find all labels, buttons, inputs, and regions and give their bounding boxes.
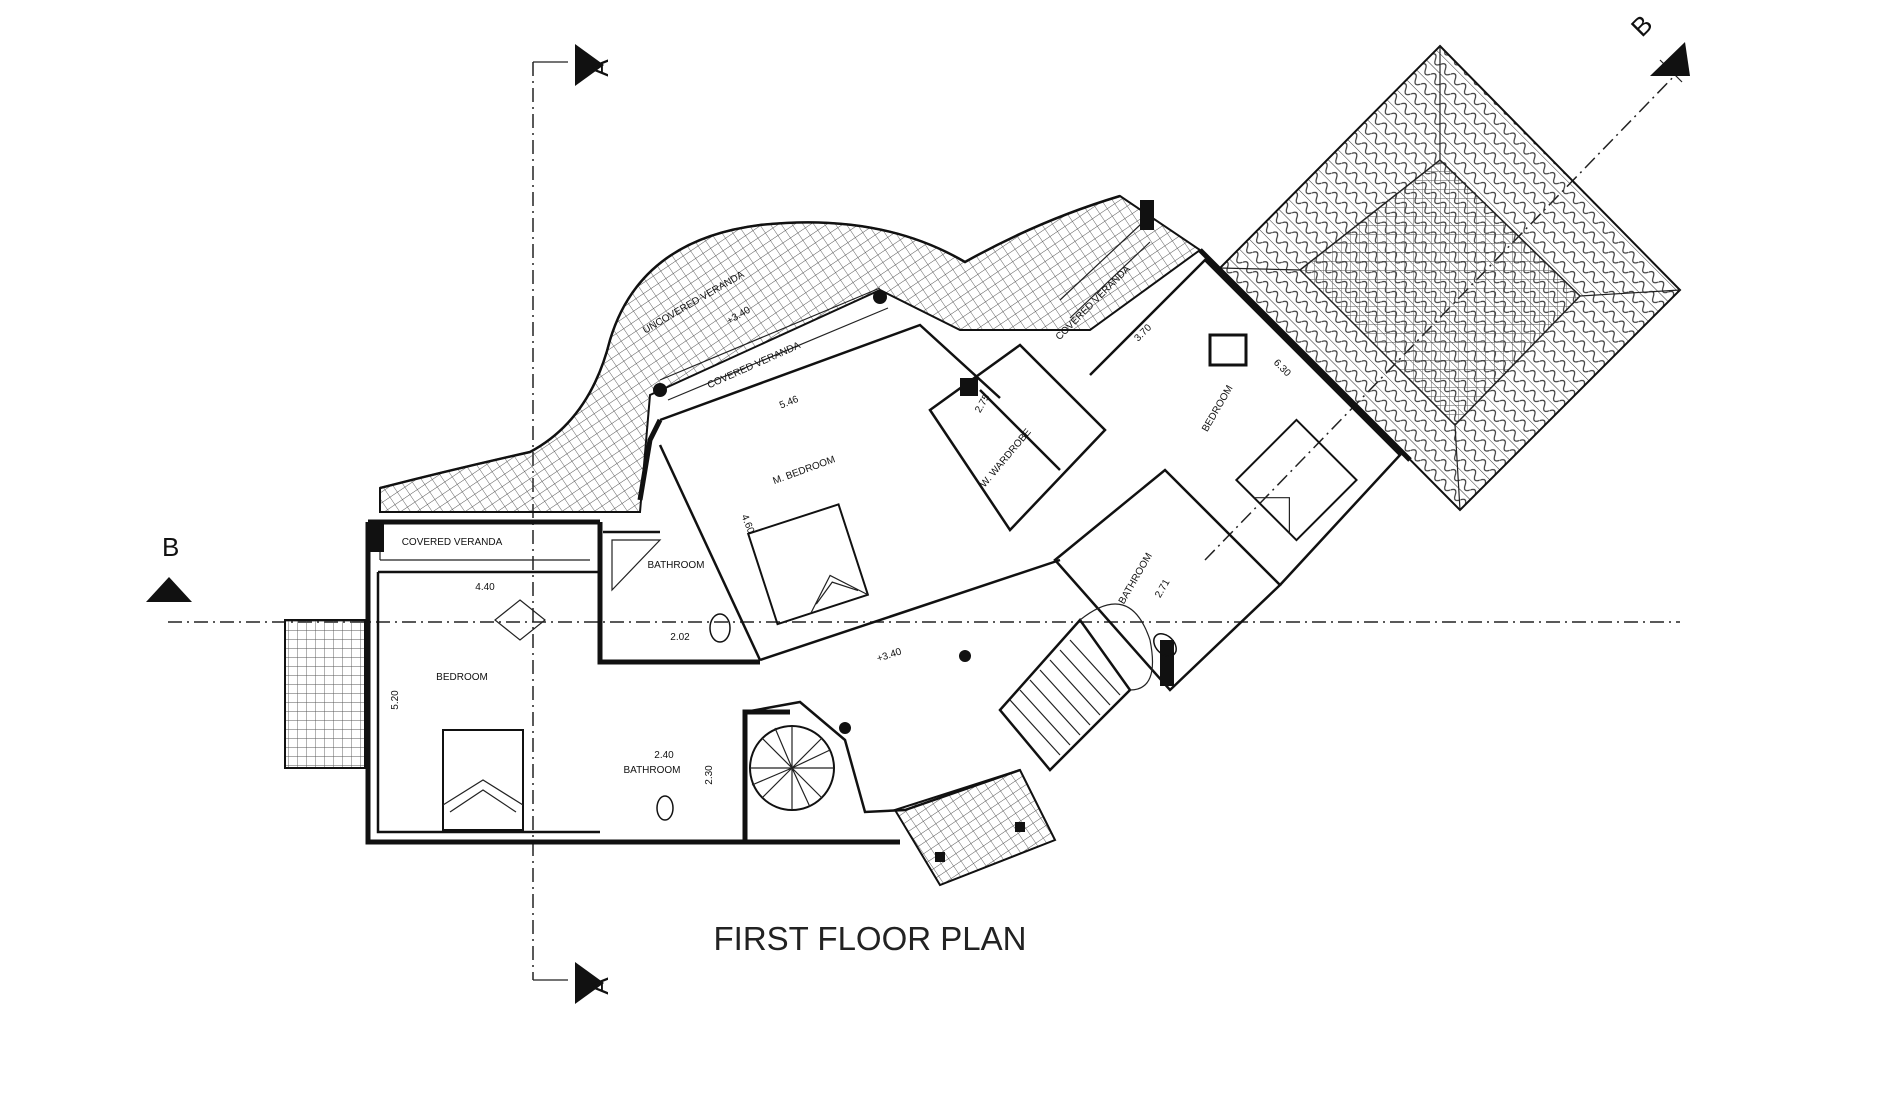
section-label-a-bottom: A <box>584 977 614 995</box>
main-stairs <box>998 603 1154 772</box>
dim-bedroom-left-depth: 5.20 <box>390 690 401 710</box>
label-bathroom-center: BATHROOM <box>647 560 704 571</box>
bottom-balcony <box>893 768 1057 887</box>
building-walls <box>365 248 1412 845</box>
label-bedroom-right: BEDROOM <box>1200 384 1235 434</box>
label-covered-veranda-left: COVERED VERANDA <box>402 537 503 548</box>
dim-bedroom-right-width: 3.70 <box>1132 322 1154 344</box>
bed-master <box>746 503 870 626</box>
label-bedroom-left: BEDROOM <box>436 672 488 683</box>
roof-terrace <box>1218 44 1682 512</box>
section-label-b-left: B <box>162 532 179 562</box>
dim-level-hall: +3.40 <box>875 646 903 664</box>
section-label-a-top: A <box>584 59 614 77</box>
spiral-stair <box>749 725 835 811</box>
label-bathroom-left: BATHROOM <box>623 765 680 776</box>
dim-bedroom-right-depth: 6.30 <box>1271 357 1293 379</box>
section-marker-b-left: B <box>146 532 192 602</box>
dim-bath-left-depth: 2.30 <box>704 765 715 785</box>
dim-mbed-width: 5.46 <box>778 394 801 412</box>
label-wardrobe: W. WARDROBE <box>978 427 1034 490</box>
bed-left <box>442 729 524 831</box>
left-balcony <box>284 619 366 769</box>
label-bathroom-right: BATHROOM <box>1117 551 1155 606</box>
label-master-bedroom: M. BEDROOM <box>771 454 836 487</box>
plan-title: FIRST FLOOR PLAN <box>714 920 1027 957</box>
section-marker-b-right: B <box>1625 9 1690 76</box>
section-label-b-right: B <box>1625 9 1658 42</box>
section-marker-a-bottom: A <box>575 962 614 1004</box>
section-marker-a-top: A <box>575 44 614 86</box>
dim-bedroom-left-width: 4.40 <box>475 582 495 593</box>
bed-right <box>1234 418 1358 542</box>
dim-bath-right: 2.71 <box>1153 577 1172 600</box>
dim-bath-left-width: 2.40 <box>654 750 674 761</box>
dim-bath-center: 2.02 <box>670 632 690 643</box>
